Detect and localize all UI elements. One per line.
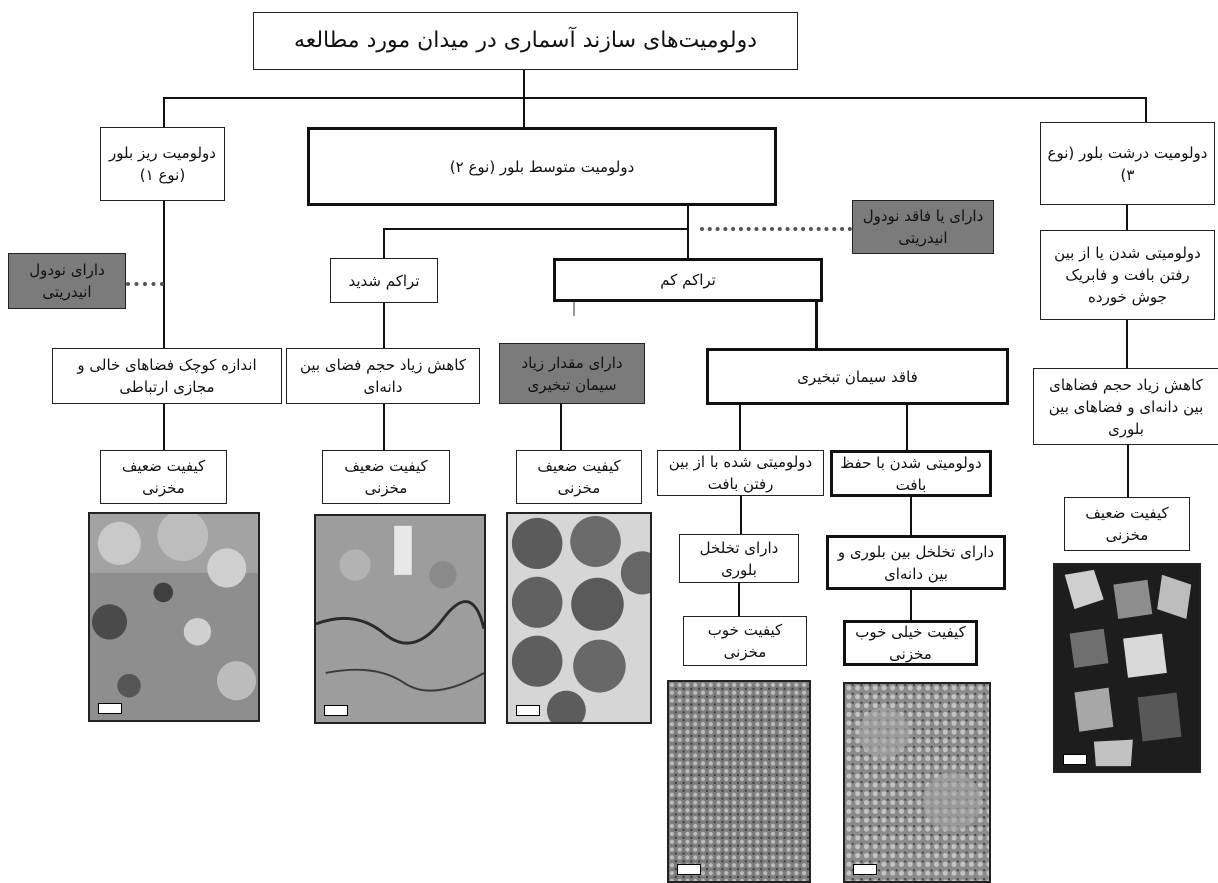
scale-bar	[516, 705, 540, 716]
no-cement-box: فاقد سیمان تبخیری	[706, 348, 1009, 405]
high-compaction-box: تراکم شدید	[330, 258, 438, 303]
high-compaction-pores-box: کاهش زیاد حجم فضای بین دانه‌ای	[286, 348, 480, 404]
thin-section-photo-good	[667, 680, 811, 883]
scale-bar	[324, 705, 348, 716]
thin-section-photo-coarse	[1053, 563, 1201, 773]
dotted-connector	[126, 282, 164, 286]
connector	[910, 590, 912, 620]
connector	[815, 300, 818, 348]
intercrystalline-porosity-box: دارای تخلخل بلوری	[679, 534, 799, 583]
thin-section-photo-high-compaction	[314, 514, 486, 724]
connector	[910, 497, 912, 535]
thin-section-photo-fine	[88, 512, 260, 722]
connector	[523, 97, 525, 127]
thin-section-photo-very-good	[843, 682, 991, 883]
connector	[1126, 205, 1128, 230]
thin-section-photo-cement	[506, 512, 652, 724]
fine-quality-box: کیفیت ضعیف مخزنی	[100, 450, 227, 504]
texture-lost-box: دولومیتی شده با از بین رفتن بافت	[657, 450, 824, 496]
connector	[383, 303, 385, 348]
very-good-quality-box: کیفیت خیلی خوب مخزنی	[843, 620, 978, 666]
connector	[740, 496, 742, 534]
optional-nodule-box: دارای یا فاقد نودول انیدریتی	[852, 200, 994, 254]
connector	[1145, 97, 1147, 122]
anhydrite-nodule-box: دارای نودول انیدریتی	[8, 253, 126, 309]
type3-coarse-dolomite: دولومیت درشت بلور (نوع ۳)	[1040, 122, 1215, 205]
low-compaction-box: تراکم کم	[553, 258, 823, 302]
connector	[163, 97, 165, 127]
connector	[163, 200, 165, 348]
connector	[573, 302, 575, 316]
connector	[738, 583, 740, 616]
diagram-title: دولومیت‌های سازند آسماری در میدان مورد م…	[253, 12, 798, 70]
scale-bar	[853, 864, 877, 875]
scale-bar	[98, 703, 122, 714]
inter-both-porosity-box: دارای تخلخل بین بلوری و بین دانه‌ای	[826, 535, 1006, 590]
connector	[1126, 320, 1128, 368]
connector	[739, 405, 741, 450]
good-quality-box: کیفیت خوب مخزنی	[683, 616, 807, 666]
evaporite-cement-box: دارای مقدار زیاد سیمان تبخیری	[499, 343, 645, 404]
high-compaction-quality-box: کیفیت ضعیف مخزنی	[322, 450, 450, 504]
scale-bar	[1063, 754, 1087, 765]
connector	[383, 228, 689, 230]
cement-quality-box: کیفیت ضعیف مخزنی	[516, 450, 642, 504]
coarse-pores-box: کاهش زیاد حجم فضاهای بین دانه‌ای و فضاها…	[1033, 368, 1218, 445]
connector	[687, 206, 689, 258]
connector	[163, 403, 165, 450]
connector	[1127, 445, 1129, 497]
connector	[906, 405, 908, 450]
connector	[383, 228, 385, 258]
type1-fine-dolomite: دولومیت ریز بلور (نوع ۱)	[100, 127, 225, 201]
scale-bar	[677, 864, 701, 875]
dotted-connector	[700, 227, 852, 231]
texture-kept-box: دولومیتی شدن با حفظ بافت	[830, 450, 992, 497]
connector	[523, 70, 525, 98]
connector	[163, 97, 1147, 99]
connector	[560, 404, 562, 450]
connector	[383, 403, 385, 450]
fine-pores-box: اندازه کوچک فضاهای خالی و مجازی ارتباطی	[52, 348, 282, 404]
coarse-fabric-box: دولومیتی شدن یا از بین رفتن بافت و فابری…	[1040, 230, 1215, 320]
type2-medium-dolomite: دولومیت متوسط بلور (نوع ۲)	[307, 127, 777, 206]
coarse-quality-box: کیفیت ضعیف مخزنی	[1064, 497, 1190, 551]
